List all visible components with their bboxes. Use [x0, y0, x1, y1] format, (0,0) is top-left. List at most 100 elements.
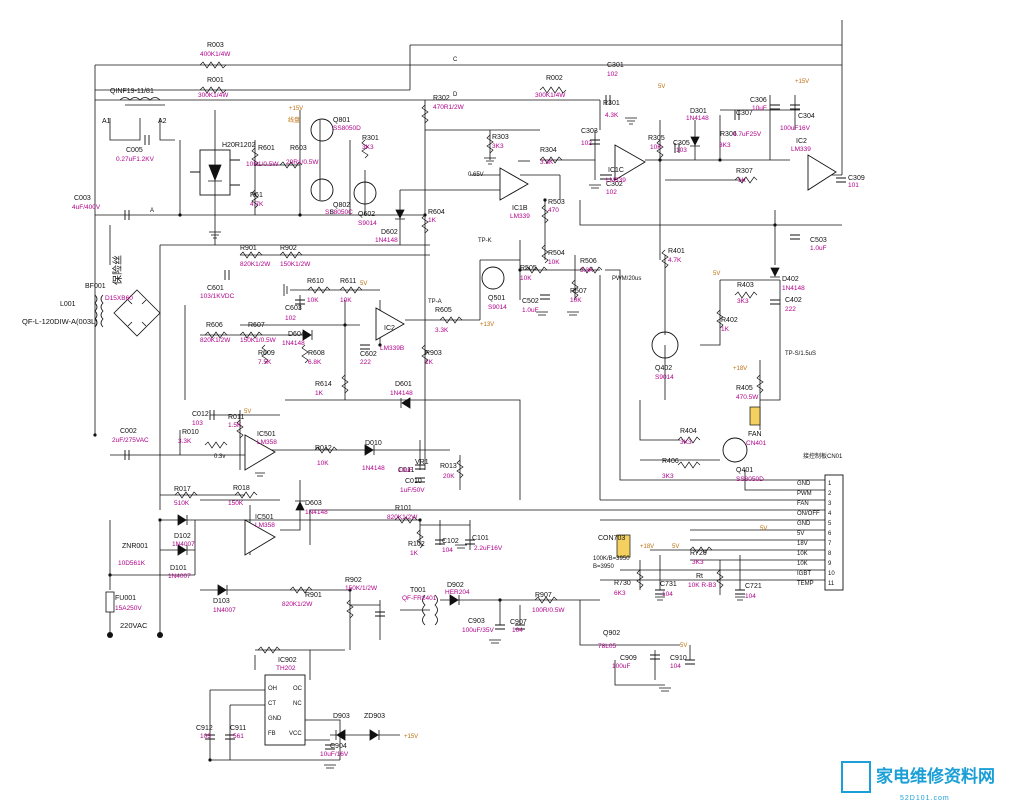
value-ic2: LM339 — [791, 146, 811, 153]
label-c912: C912 — [196, 725, 213, 732]
label-q501: Q501 — [488, 295, 505, 302]
net-v18: +18V — [733, 366, 747, 372]
connector-pin-signal: 10K — [797, 551, 808, 557]
r730-symbol — [636, 569, 644, 589]
r001-symbol — [199, 86, 227, 94]
label-d402: D402 — [782, 276, 799, 283]
value-r402: 1K — [721, 326, 730, 333]
net-pwm: PWM/20us — [612, 276, 641, 282]
label-d101: D101 — [170, 565, 187, 572]
value-q401: SS8050D — [736, 476, 764, 483]
value-c911: 561 — [233, 733, 244, 740]
value-c309: 101 — [848, 182, 859, 189]
value-ic501: LM358 — [257, 439, 277, 446]
net-v13: +13V — [480, 322, 494, 328]
label-d603: D603 — [305, 500, 322, 507]
c306-symbol — [770, 104, 780, 110]
value-r305: 10K — [650, 144, 662, 151]
l001-symbol — [94, 294, 98, 328]
label-r401: R401 — [668, 248, 685, 255]
value-r013: 20K — [443, 473, 455, 480]
c912-symbol — [205, 734, 215, 740]
pin-oc: OC — [293, 686, 303, 692]
value-c402: 222 — [785, 306, 796, 313]
net-labels: C D A B +15V +15V 5V 5V 5V 5V 5V TP-A TP… — [150, 57, 816, 740]
label-fan: FAN — [748, 431, 762, 438]
value-r003: 400K1/4W — [200, 51, 231, 58]
connector-pin-number: 10 — [828, 571, 835, 577]
c904-symbol — [325, 744, 335, 750]
watermark-logo-icon — [841, 761, 871, 793]
d903-symbol — [335, 729, 346, 741]
label-r614: R614 — [315, 381, 332, 388]
label-c307: C307 — [736, 110, 753, 117]
c301-symbol — [605, 95, 611, 105]
label-r603: R603 — [290, 145, 307, 152]
t001-secondary — [434, 594, 438, 626]
q402-symbol — [651, 331, 679, 359]
note-ntc1: 100K/B=3950 — [593, 556, 630, 562]
c309-symbol — [836, 177, 846, 183]
d601-symbol — [400, 397, 411, 409]
label-r018: R018 — [233, 485, 250, 492]
ground-symbols — [209, 117, 745, 769]
net-v15-top: +15V — [289, 106, 303, 112]
r017-symbol — [174, 491, 198, 499]
r901b-symbol — [346, 599, 354, 619]
connector-title: 接控制板CN01 — [803, 452, 843, 460]
c731-symbol — [655, 589, 665, 595]
value-q801: SS8050D — [333, 125, 361, 132]
label-ic1c: IC1C — [608, 167, 624, 174]
ic1b-symbol — [499, 167, 529, 201]
label-r406: R406 — [662, 458, 679, 465]
connector-pin-signal: 10K — [797, 561, 808, 567]
net-a: A — [150, 208, 154, 214]
value-c306: 10uF — [752, 105, 767, 112]
label-c102: C102 — [442, 538, 459, 545]
value-c302: 102 — [606, 189, 617, 196]
pin-fb: FB — [268, 731, 276, 737]
label-d903: D903 — [333, 713, 350, 720]
net-tp: TP-S/1.5uS — [785, 351, 816, 357]
bridge-rectifier — [113, 289, 161, 337]
value-d604: 1N4148 — [282, 340, 305, 347]
magnetic-layer — [94, 97, 438, 626]
label-ic902: IC902 — [278, 657, 297, 664]
value-r614: 1K — [315, 390, 324, 397]
value-c721: 104 — [745, 593, 756, 600]
c721-symbol — [735, 589, 745, 595]
r011-symbol — [236, 419, 244, 439]
value-r002: 300K1/4W — [535, 92, 566, 99]
r505-symbol — [524, 266, 548, 274]
pin-ct: CT — [268, 701, 276, 707]
d301-symbol — [690, 136, 700, 147]
label-c601: C601 — [207, 285, 224, 292]
c911-symbol — [225, 734, 235, 740]
fu001-symbol — [105, 591, 115, 613]
value-r720: 3K3 — [692, 559, 704, 566]
label-q401: Q401 — [736, 467, 753, 474]
connector-block — [616, 406, 844, 591]
c002-symbol — [124, 450, 130, 460]
r301-symbol — [361, 139, 369, 159]
label-d601: D601 — [395, 381, 412, 388]
label-c302: C302 — [606, 181, 623, 188]
value-r611: 10K — [340, 297, 352, 304]
r902-symbol — [279, 251, 303, 259]
value-c910: 104 — [670, 663, 681, 670]
rt-symbol — [716, 569, 724, 589]
c303-symbol — [590, 139, 600, 145]
label-d902: D902 — [447, 582, 464, 589]
value-q802: SS8050C — [325, 209, 353, 216]
connector-pins: 1GND2PWM3FAN4ON/OFF5GND65V718V810K910K10… — [797, 481, 835, 587]
r503-symbol — [541, 204, 549, 224]
net-v15-bottom: +15V — [404, 734, 418, 740]
value-c003: 4uF/400V — [72, 204, 101, 211]
label-ic501: IC501 — [257, 431, 276, 438]
r610-symbol — [307, 286, 331, 294]
label-c304: C304 — [798, 113, 815, 120]
r101-symbol — [394, 516, 418, 524]
value-d103: 1N4007 — [213, 607, 236, 614]
label-r601: R601 — [258, 145, 275, 152]
label-r504: R504 — [548, 250, 565, 257]
